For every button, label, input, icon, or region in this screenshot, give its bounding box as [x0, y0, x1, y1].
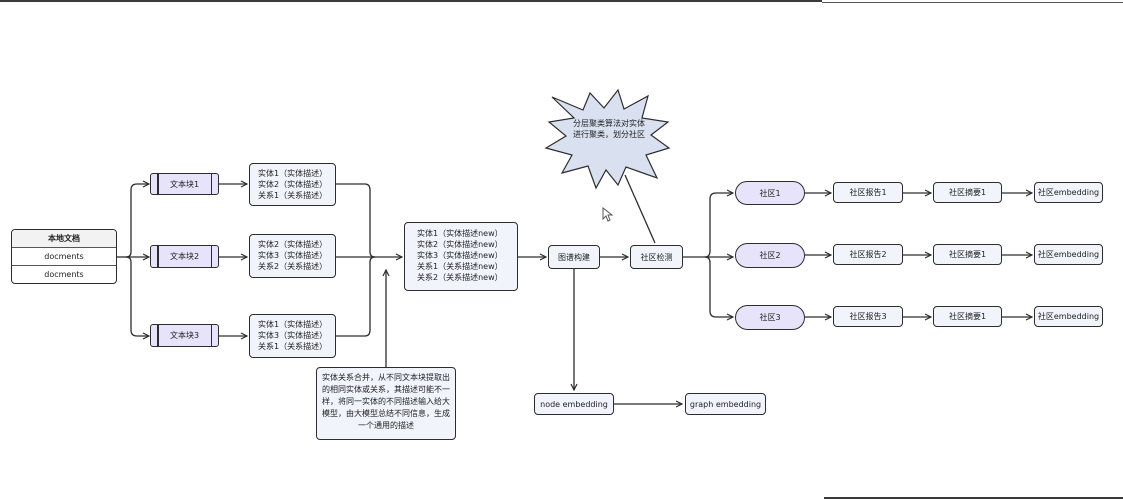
graph-build-node[interactable]: 图谱构建 [548, 245, 600, 269]
entity-item: 实体1（实体描述） [258, 320, 328, 329]
merged-entity-list[interactable]: 实体1（实体描述new） 实体2（实体描述new） 实体3（实体描述new） 关… [404, 222, 518, 291]
merged-relation-item: 关系1（关系描述new） [417, 262, 503, 271]
edge-to-community3 [704, 256, 733, 317]
bottom-border [824, 497, 1123, 499]
top-border-right [822, 2, 1123, 3]
text-chunk-3[interactable]: 文本块3 [150, 324, 219, 347]
community-3[interactable]: 社区3 [735, 305, 805, 330]
community-embedding-1[interactable]: 社区embedding [1034, 182, 1103, 203]
merged-entity-item: 实体3（实体描述new） [417, 251, 503, 260]
community-embedding-2[interactable]: 社区embedding [1034, 244, 1103, 265]
text-chunk-2[interactable]: 文本块2 [150, 245, 219, 268]
mouse-cursor-icon [602, 207, 614, 222]
relation-item: 关系2（关系描述） [258, 262, 328, 271]
callout-burst [544, 88, 671, 190]
merged-entity-item: 实体2（实体描述new） [417, 240, 503, 249]
community-summary-3[interactable]: 社区摘要1 [933, 306, 1002, 327]
document-row[interactable]: docments [12, 247, 116, 265]
merged-entity-item: 实体1（实体描述new） [417, 229, 503, 238]
relation-item: 关系1（关系描述） [258, 191, 328, 200]
community-report-3[interactable]: 社区报告3 [833, 306, 903, 327]
entity-item: 实体3（实体描述） [258, 331, 328, 340]
community-2[interactable]: 社区2 [735, 243, 805, 268]
entity-list-1[interactable]: 实体1（实体描述） 实体2（实体描述） 关系1（关系描述） [249, 163, 336, 206]
entity-item: 实体2（实体描述） [258, 180, 328, 189]
merge-note: 实体关系合并，从不同文本块提取出的相同实体或关系，其描述可能不一样，将同一实体的… [316, 367, 456, 440]
community-detection-node[interactable]: 社区检测 [630, 245, 683, 269]
local-documents-table[interactable]: 本地文档 docments docments [11, 229, 117, 284]
entity-list-2[interactable]: 实体2（实体描述） 实体3（实体描述） 关系2（关系描述） [249, 234, 336, 278]
edge-to-chunk3 [125, 256, 149, 336]
relation-item: 关系1（关系描述） [258, 342, 328, 351]
entity-item: 实体2（实体描述） [258, 240, 328, 249]
community-summary-2[interactable]: 社区摘要1 [933, 244, 1002, 265]
community-summary-1[interactable]: 社区摘要1 [933, 182, 1002, 203]
local-documents-title: 本地文档 [12, 230, 116, 247]
community-report-2[interactable]: 社区报告2 [833, 244, 903, 265]
edge-list1-merge [336, 183, 376, 258]
entity-list-3[interactable]: 实体1（实体描述） 实体3（实体描述） 关系1（关系描述） [249, 314, 336, 358]
top-border [0, 0, 822, 2]
entity-item: 实体3（实体描述） [258, 251, 328, 260]
edge-to-community1 [704, 193, 733, 258]
edge-list3-merge [336, 256, 376, 337]
merged-relation-item: 关系2（关系描述new） [417, 273, 503, 282]
community-1[interactable]: 社区1 [735, 181, 805, 205]
text-chunk-1[interactable]: 文本块1 [150, 173, 219, 195]
community-report-1[interactable]: 社区报告1 [833, 182, 903, 203]
callout-pointer [624, 174, 656, 244]
edge-to-chunk1 [125, 184, 149, 258]
node-embedding-node[interactable]: node embedding [534, 393, 614, 415]
entity-item: 实体1（实体描述） [258, 169, 328, 178]
document-row[interactable]: docments [12, 265, 116, 283]
graph-embedding-node[interactable]: graph embedding [685, 393, 766, 415]
community-embedding-3[interactable]: 社区embedding [1034, 306, 1103, 327]
callout-text: 分层聚类算法对实体进行聚类，划分社区 [573, 119, 645, 139]
